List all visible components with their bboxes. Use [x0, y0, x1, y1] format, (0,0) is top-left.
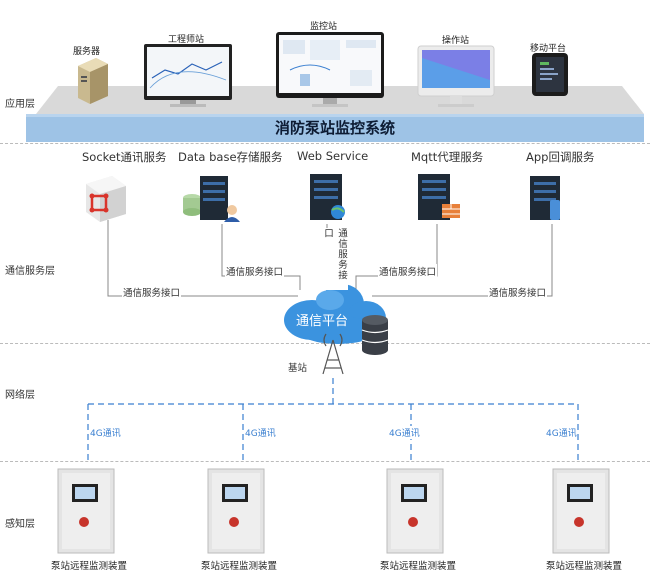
interface-label-center-vertical: 通信服务接口 [320, 228, 348, 290]
service-label-database: Data base存储服务 [178, 150, 283, 164]
system-banner-title: 消防泵站监控系统 [274, 119, 395, 137]
field-device-cabinet-2 [207, 468, 265, 554]
app-callback-service-icon [530, 176, 560, 220]
system-banner [26, 114, 644, 142]
interface-label-left-outer: 通信服务接口 [122, 285, 182, 299]
layer-label-application: 应用层 [5, 99, 35, 110]
database-cylinder-icon [361, 315, 389, 355]
field-device-label-3: 泵站远程监测装置 [380, 561, 457, 572]
device-label-server: 服务器 [73, 47, 101, 57]
field-device-label-2: 泵站远程监测装置 [201, 561, 278, 572]
layer-label-perception: 感知层 [5, 519, 35, 530]
service-label-mqtt: Mqtt代理服务 [411, 150, 484, 164]
cloud-label: 通信平台 [296, 314, 349, 329]
network-link-label-4: 4G通讯 [546, 426, 577, 439]
network-link-label-1: 4G通讯 [90, 426, 121, 439]
socket-service-icon [86, 176, 126, 222]
service-label-app-callback: App回调服务 [526, 150, 595, 164]
mobile-platform-icon [532, 53, 568, 96]
mqtt-service-icon [418, 174, 460, 220]
device-label-operation-station: 操作站 [442, 36, 470, 46]
field-device-label-1: 泵站远程监测装置 [51, 561, 128, 572]
interface-label-left-inner: 通信服务接口 [225, 264, 285, 278]
monitoring-station-monitor-icon [276, 32, 384, 107]
device-label-monitoring-station: 监控站 [310, 22, 338, 32]
layer-label-communication-service: 通信服务层 [5, 266, 55, 277]
layer-label-network: 网络层 [5, 390, 35, 401]
network-link-label-3: 4G通讯 [389, 426, 420, 439]
web-service-icon [310, 174, 345, 220]
field-device-cabinet-1 [57, 468, 115, 554]
field-device-label-4: 泵站远程监测装置 [546, 561, 623, 572]
engineer-station-monitor-icon [144, 44, 232, 107]
device-label-engineer-station: 工程师站 [168, 35, 205, 45]
server-icon [78, 58, 108, 104]
service-label-socket: Socket通讯服务 [82, 150, 167, 164]
operation-station-monitor-icon [417, 45, 495, 107]
base-station-label: 基站 [288, 363, 308, 374]
base-station-tower-icon [322, 333, 344, 375]
network-dashed-links [87, 378, 579, 462]
database-service-icon [183, 176, 240, 222]
device-label-mobile-platform: 移动平台 [530, 44, 567, 54]
application-platform [26, 32, 644, 142]
service-label-web-service: Web Service [297, 149, 369, 163]
interface-label-right-inner: 通信服务接口 [378, 264, 438, 278]
network-link-label-2: 4G通讯 [245, 426, 276, 439]
interface-label-right-outer: 通信服务接口 [488, 285, 548, 299]
field-device-cabinet-3 [386, 468, 444, 554]
field-device-cabinet-4 [552, 468, 610, 554]
layer-separator [0, 461, 650, 462]
layer-separator [0, 143, 650, 144]
